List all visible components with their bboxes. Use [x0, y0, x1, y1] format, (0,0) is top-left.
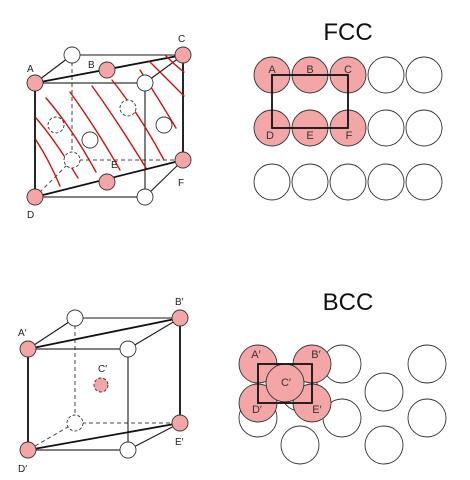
bcc-atom-B — [171, 309, 189, 327]
fcc-atom-D — [26, 188, 44, 206]
bcc-plane-line — [27, 317, 181, 451]
fcc-corner-atom — [136, 74, 154, 92]
fcc-layer-atom — [367, 163, 405, 201]
fcc-atom-A — [26, 74, 44, 92]
fcc-cube: A B C D E F — [26, 34, 192, 221]
bcc-atom-D — [19, 441, 37, 459]
fcc-title: FCC — [323, 19, 372, 46]
fcc-layer-atom — [329, 163, 367, 201]
fcc-layer-atom — [405, 109, 443, 147]
bcc-layer-atom — [280, 425, 320, 465]
bcc-layer-label-A: A′ — [251, 349, 260, 361]
bcc-layer-label-E: E′ — [312, 404, 321, 416]
bcc-label-B: B′ — [175, 297, 184, 308]
bcc-corner-atom-hidden — [66, 414, 84, 432]
fcc-layer-label-E: E — [306, 130, 313, 142]
bcc-label-C: C′ — [98, 364, 107, 375]
fcc-face-atom — [155, 116, 173, 134]
fcc-layer-label-C: C — [344, 64, 352, 76]
bcc-corner-atom — [119, 340, 137, 358]
fcc-face-atom — [81, 131, 99, 149]
fcc-face-atom-hidden — [119, 99, 137, 117]
bcc-layer-label-B: B′ — [311, 349, 320, 361]
bcc-label-D: D′ — [18, 464, 27, 475]
fcc-corner-atom — [63, 46, 81, 64]
fcc-label-E: E — [111, 160, 118, 171]
bcc-layer: A′ B′ C′ D′ E′ — [238, 344, 447, 465]
fcc-layer-label-A: A — [268, 64, 276, 76]
bcc-label-A: A′ — [18, 328, 27, 339]
bcc-atom-E — [171, 414, 189, 432]
fcc-label-B: B — [88, 60, 95, 71]
fcc-atom-E — [98, 173, 116, 191]
bcc-layer-atom — [364, 372, 404, 412]
fcc-layer-atom — [291, 163, 329, 201]
fcc-label-A: A — [27, 64, 34, 75]
fcc-layer-unit-cell — [271, 74, 349, 129]
fcc-corner-atom-hidden — [63, 151, 81, 169]
fcc-layer-label-F: F — [346, 130, 353, 142]
fcc-layer: A B C D E F — [253, 56, 443, 201]
bcc-label-E: E′ — [175, 437, 184, 448]
fcc-atom-F — [174, 151, 192, 169]
fcc-layer-atom — [367, 109, 405, 147]
bcc-layer-unit-cell — [257, 363, 313, 404]
bcc-corner-atom — [119, 441, 137, 459]
fcc-layer-label-B: B — [306, 64, 313, 76]
bcc-corner-atom — [66, 309, 84, 327]
fcc-label-F: F — [178, 178, 184, 189]
fcc-layer-label-D: D — [266, 130, 274, 142]
fcc-label-C: C — [178, 34, 185, 45]
fcc-layer-atom — [405, 56, 443, 94]
bcc-atom-C — [93, 377, 109, 393]
fcc-atom-C — [174, 46, 192, 64]
fcc-layer-atom — [253, 163, 291, 201]
bcc-cube: A′ B′ C′ D′ E′ — [18, 297, 189, 475]
bcc-layer-atom — [364, 425, 404, 465]
fcc-corner-atom — [136, 188, 154, 206]
bcc-layer-label-D: D′ — [252, 404, 262, 416]
fcc-face-atom-hidden — [47, 116, 65, 134]
bcc-title: BCC — [323, 289, 374, 316]
fcc-atom-B — [98, 61, 116, 79]
fcc-label-D: D — [27, 210, 34, 221]
bcc-atom-A — [19, 340, 37, 358]
fcc-layer-atom — [405, 163, 443, 201]
bcc-layer-label-C: C′ — [281, 377, 291, 389]
bcc-layer-atom — [407, 344, 447, 384]
fcc-layer-atom — [367, 56, 405, 94]
bcc-layer-atom — [407, 398, 447, 438]
